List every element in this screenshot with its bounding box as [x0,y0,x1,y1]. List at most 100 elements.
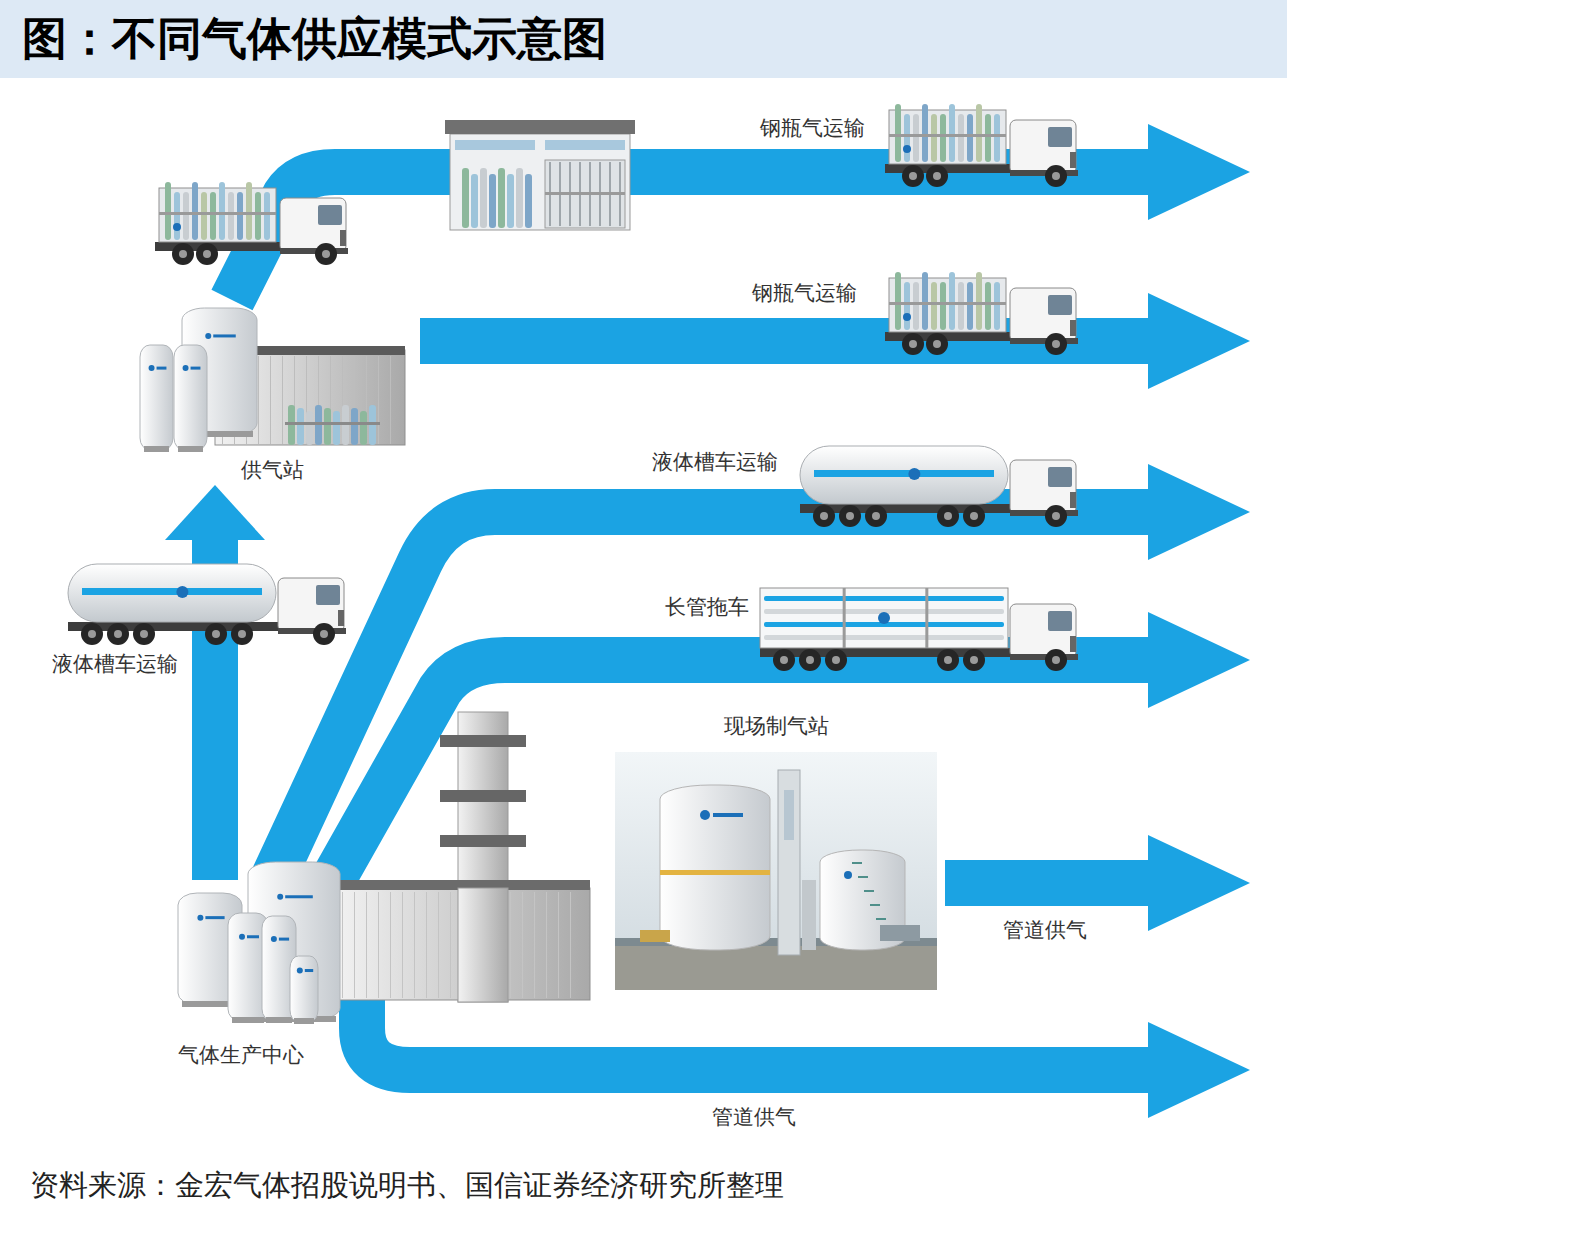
wall-rib [378,356,379,444]
company-logo [903,313,911,321]
company-logo [297,968,303,974]
wheel-hub [970,656,978,664]
flow-label-holder: 钢瓶气运输 [752,281,857,306]
company-logo [271,936,277,942]
wheel-hub [322,250,330,258]
wall-rib [258,356,259,444]
source-caption: 资料来源：金宏气体招股说明书、国信证券经济研究所整理 [30,1168,784,1203]
company-logo-bar [157,367,167,370]
stair-step [870,904,880,906]
gas-cylinder [333,411,340,445]
company-logo [173,223,181,231]
gas-cylinder [480,168,487,228]
wheel [937,505,959,527]
wheel [1045,333,1067,355]
wheel [205,623,227,645]
tower-platform [440,835,526,847]
facility-label: 气体生产中心 [178,1043,304,1068]
cab-window [1048,127,1072,147]
cab-window [316,585,340,605]
wheel [839,505,861,527]
tube-frame [760,588,1008,648]
chart-title: 图：不同气体供应模式示意图 [22,12,607,66]
cab-grille [1070,492,1076,508]
wheel [963,505,985,527]
wheel [133,623,155,645]
company-logo [903,145,911,153]
wall-rib [438,892,439,998]
wheel [926,165,948,187]
title-holder: 图：不同气体供应模式示意图 [22,0,607,78]
stair-step [852,862,862,864]
gas-cylinder [192,182,198,240]
flow-label-holder: 液体槽车运输 [652,450,778,475]
stair-step [876,918,886,920]
stair-step [858,876,868,878]
wheel-hub [806,656,814,664]
flow-label: 管道供气 [1003,918,1087,943]
photo-ground [615,945,937,990]
company-logo-bar [305,969,313,972]
gas-cylinder [306,411,313,445]
warehouse-roof [445,120,635,134]
flow-arrowhead [1148,293,1250,389]
gas-cylinder [246,182,252,240]
cylinder-truck [155,182,348,265]
company-logo [908,468,920,480]
gas-cylinder [967,114,973,162]
tank-truck [68,564,346,645]
gas-cylinder [507,174,514,228]
wall-rib [510,892,511,998]
wheel [1045,649,1067,671]
storage-tank [248,862,340,1022]
tank-body [68,564,276,622]
flow-label-holder: 管道供气 [712,1105,796,1130]
wheel-hub [780,656,788,664]
company-logo [183,365,189,371]
warehouse-window [545,140,625,150]
wheel-hub [933,172,941,180]
wheel [773,649,795,671]
separation-tower [778,770,800,955]
wheel-hub [212,630,220,638]
storage-tank [290,956,318,1024]
truck-cab [280,198,346,252]
company-logo [197,915,203,921]
cold-box-tower [458,712,508,1002]
equipment-box [880,925,920,941]
tank-base [144,446,169,452]
gas-cylinder [174,192,180,240]
cab-bumper [1010,170,1078,176]
wheel-hub [88,630,96,638]
wheel-hub [933,340,941,348]
gas-cylinder [498,168,505,228]
facility-node: 现场制气站 [612,712,940,994]
cab-window [1048,611,1072,631]
flow-band [945,860,1152,906]
cab-grille [340,230,346,246]
wall-rib [354,892,355,998]
cab-grille [1070,152,1076,168]
wall-rib [546,892,547,998]
flow-label: 长管拖车 [665,595,749,620]
company-logo [844,871,852,879]
wall-rib [390,892,391,998]
gas-cylinder [994,282,1000,330]
pipe-rack [802,880,816,950]
company-logo-bar [285,895,313,898]
flow-label: 管道供气 [712,1105,796,1130]
wheel-hub [832,656,840,664]
cylinder-truck [885,104,1078,187]
gas-cylinder [360,411,367,445]
company-logo [878,612,890,624]
wheel [1045,505,1067,527]
tower-label-panel [784,790,794,840]
equipment-box [640,930,670,942]
wall-rib [558,892,559,998]
wheel [172,243,194,265]
wheel-hub [140,630,148,638]
flow-label-holder: 管道供气 [1003,918,1087,943]
edge-label-holder: 液体槽车运输 [50,652,180,677]
cab-window [1048,295,1072,315]
